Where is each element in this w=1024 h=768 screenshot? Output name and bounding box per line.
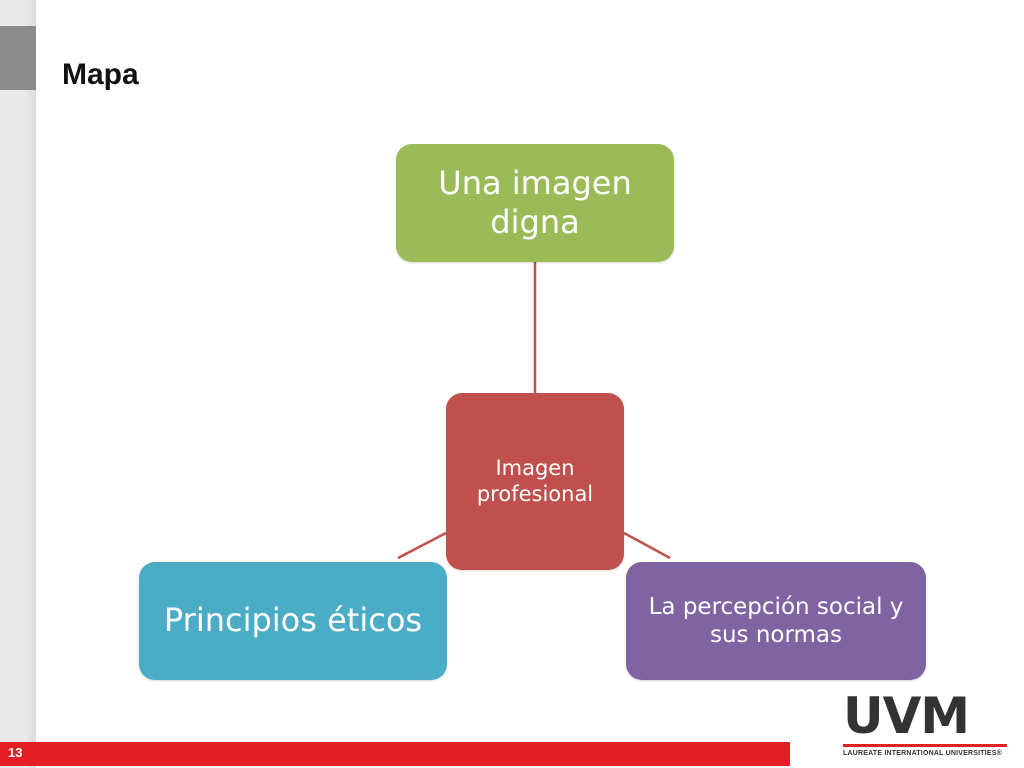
page-number: 13 — [8, 745, 23, 760]
slide-title: Mapa — [62, 58, 139, 91]
node-label: Una imagen digna — [438, 163, 632, 241]
node-imagen-profesional: Imagen profesional — [446, 393, 624, 570]
logo-wordmark: UVM — [843, 687, 970, 745]
node-label: La percepción social y sus normas — [648, 593, 904, 648]
connector-left — [397, 531, 447, 560]
connector-right — [623, 531, 671, 560]
left-decorative-strip — [0, 0, 36, 768]
node-label: Principios éticos — [163, 601, 423, 640]
left-accent-block — [0, 26, 36, 90]
center-node-label: Imagen profesional — [476, 455, 594, 506]
node-principios-eticos: Principios éticos — [139, 562, 447, 680]
uvm-logo: UVM LAUREATE INTERNATIONAL UNIVERSITIES® — [843, 687, 1007, 757]
node-una-imagen-digna: Una imagen digna — [396, 144, 674, 262]
node-percepcion-social: La percepción social y sus normas — [626, 562, 926, 680]
logo-rule — [843, 744, 1007, 747]
footer-bar — [0, 742, 790, 766]
logo-tagline: LAUREATE INTERNATIONAL UNIVERSITIES® — [843, 750, 1002, 757]
